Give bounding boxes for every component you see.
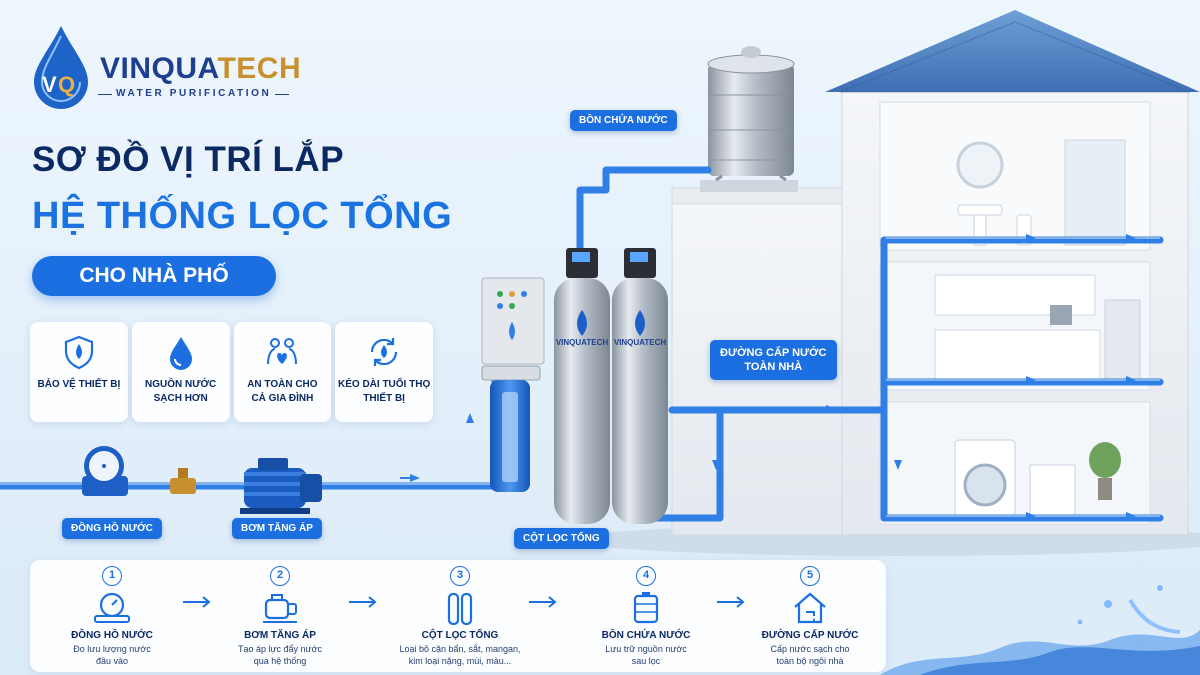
filter-tag: CỘT LỌC TỔNG [514, 528, 609, 549]
benefit-label: NGUỒN NƯỚC SẠCH HƠN [145, 378, 216, 406]
filter-columns [554, 248, 668, 524]
family-heart-icon [267, 338, 298, 365]
step-desc-line: Tạo áp lực đẩy nước [238, 644, 322, 654]
logo-name: VINQUATECH [100, 52, 301, 86]
water-meter-icon [94, 592, 130, 623]
pump-tag: BƠM TĂNG ÁP [232, 518, 322, 539]
benefits-row: BẢO VỆ THIẾT BỊ NGUỒN NƯỚC SẠCH HƠN AN T… [30, 322, 433, 422]
step-desc-line: kim loại nặng, mùi, màu... [408, 656, 512, 666]
step-number: 1 [102, 566, 122, 586]
step-desc-line: Loại bỏ cặn bẩn, sắt, mangan, [399, 644, 521, 654]
step-2: 2 BƠM TĂNG ÁP Tạo áp lực đẩy nước qua hệ… [200, 566, 360, 667]
step-desc: Cấp nước sạch cho toàn bộ ngôi nhà [771, 643, 850, 667]
step-desc-line: đầu vào [95, 656, 129, 666]
step-title: CỘT LỌC TỔNG [421, 630, 499, 641]
installation-diagram [0, 10, 1200, 556]
process-steps: 1 ĐỒNG HỒ NƯỚC Đo lưu lượng nước đầu vào… [30, 560, 886, 672]
svg-text:Q: Q [58, 72, 75, 97]
benefit-card: KÉO DÀI TUỔI THỌ THIẾT BỊ [335, 322, 433, 422]
arrow-right-icon [183, 596, 211, 608]
benefit-label: BẢO VỆ THIẾT BỊ [37, 378, 120, 392]
water-drop-icon [169, 337, 192, 370]
logo-subtitle: WATER PURIFICATION [97, 88, 290, 99]
step-number: 2 [270, 566, 290, 586]
benefit-card: BẢO VỆ THIẾT BỊ [30, 322, 128, 422]
benefit-card: NGUỒN NƯỚC SẠCH HƠN [131, 322, 230, 422]
svg-text:V: V [42, 72, 57, 97]
benefit-label-line: CẢ GIA ĐÌNH [251, 393, 314, 404]
step-number: 3 [450, 566, 470, 586]
logo-name-a: VINQUA [100, 52, 218, 85]
step-desc: Lưu trữ nguồn nước sau lọc [605, 643, 687, 667]
pre-filter [481, 365, 541, 492]
step-5: 5 ĐƯỜNG CẤP NƯỚC Cấp nước sạch cho toàn … [730, 566, 890, 667]
step-3: 3 CỘT LỌC TỔNG Loại bỏ cặn bẩn, sắt, man… [366, 566, 554, 667]
benefit-label-line: KÉO DÀI TUỔI THỌ [338, 379, 431, 390]
flow-arrows [400, 234, 1136, 520]
step-desc-line: sau lọc [631, 656, 661, 666]
arrow-right-icon [717, 596, 745, 608]
logo-name-b: TECH [217, 52, 302, 85]
benefit-label-line: AN TOÀN CHO [247, 379, 318, 390]
benefit-label: AN TOÀN CHO CẢ GIA ĐÌNH [247, 378, 317, 406]
step-desc: Loại bỏ cặn bẩn, sắt, mangan, kim loại n… [399, 643, 520, 667]
cycle-drop-icon [371, 338, 398, 366]
step-number: 5 [800, 566, 820, 586]
step-desc-line: Đo lưu lượng nước [73, 644, 151, 654]
benefit-label-line: THIẾT BỊ [363, 393, 405, 404]
water-meter [82, 446, 196, 496]
column-brand-2: VINQUATECH [613, 338, 667, 347]
step-4: 4 BỒN CHỨA NƯỚC Lưu trữ nguồn nước sau l… [566, 566, 726, 667]
brand-logo: V Q VINQUATECH WATER PURIFICATION [28, 22, 301, 112]
shield-icon [64, 335, 93, 370]
headline-pill: CHO NHÀ PHỐ [32, 256, 276, 296]
house-tap-icon [794, 592, 826, 624]
step-desc-line: toàn bộ ngôi nhà [776, 656, 844, 666]
step-title: ĐƯỜNG CẤP NƯỚC [761, 630, 859, 641]
water-tank [700, 46, 798, 192]
tank-tag: BỒN CHỨA NƯỚC [570, 110, 677, 131]
water-tank-icon [633, 592, 659, 624]
step-desc: Tạo áp lực đẩy nước qua hệ thống [238, 643, 322, 667]
step-desc-line: Lưu trữ nguồn nước [605, 644, 687, 654]
arrow-right-icon [529, 596, 557, 608]
booster-pump [240, 458, 322, 514]
supply-tag: ĐƯỜNG CẤP NƯỚC TOÀN NHÀ [710, 340, 837, 380]
benefit-label: KÉO DÀI TUỔI THỌ THIẾT BỊ [338, 378, 430, 406]
step-title: BƠM TĂNG ÁP [244, 630, 316, 641]
step-desc: Đo lưu lượng nước đầu vào [73, 643, 150, 667]
column-brand-1: VINQUATECH [555, 338, 609, 347]
supply-tag-line2: TOÀN NHÀ [744, 361, 803, 373]
benefit-card: AN TOÀN CHO CẢ GIA ĐÌNH [233, 322, 332, 422]
benefit-label-line: SẠCH HƠN [153, 393, 208, 404]
step-desc-line: qua hệ thống [253, 656, 307, 666]
step-desc-line: Cấp nước sạch cho [770, 644, 850, 654]
step-number: 4 [636, 566, 656, 586]
pump-icon [263, 594, 297, 623]
headline-line1: SƠ ĐỒ VỊ TRÍ LẮP [32, 140, 345, 179]
step-1: 1 ĐỒNG HỒ NƯỚC Đo lưu lượng nước đầu vào [32, 566, 192, 667]
step-title: BỒN CHỨA NƯỚC [601, 630, 691, 641]
meter-tag: ĐỒNG HỒ NƯỚC [62, 518, 162, 539]
filter-columns-icon [447, 592, 473, 626]
control-box [481, 277, 545, 365]
arrow-right-icon [349, 596, 377, 608]
logo-drop-icon: V Q [34, 26, 88, 109]
headline-line2: HỆ THỐNG LỌC TỔNG [32, 195, 453, 237]
benefit-label-line: BẢO VỆ THIẾT BỊ [37, 379, 121, 390]
benefit-label-line: NGUỒN NƯỚC [144, 379, 217, 390]
step-title: ĐỒNG HỒ NƯỚC [71, 630, 153, 641]
water-splash [880, 585, 1200, 675]
supply-tag-line1: ĐƯỜNG CẤP NƯỚC [720, 347, 827, 359]
